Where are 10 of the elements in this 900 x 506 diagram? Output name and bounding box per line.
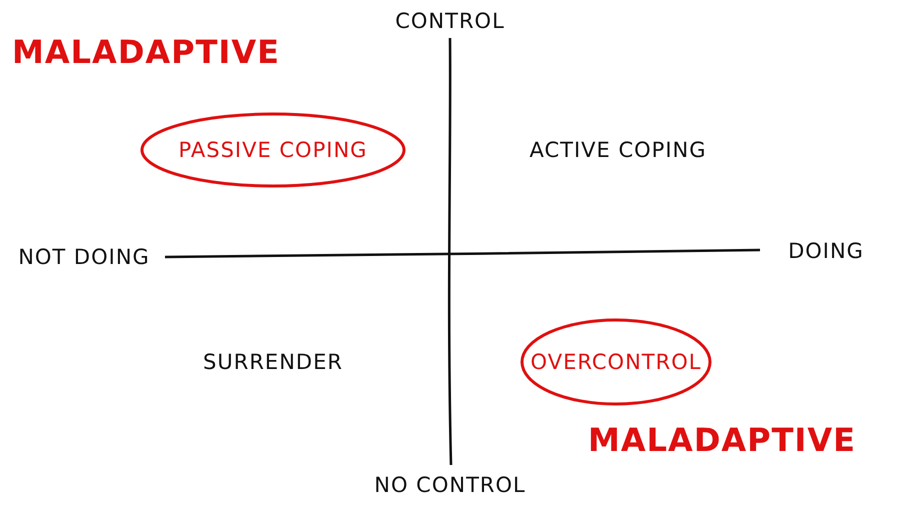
quadrant-label: OVERCONTROL xyxy=(530,350,702,374)
axis-label: NOT DOING xyxy=(18,245,150,269)
axis-label: DOING xyxy=(788,239,864,263)
quadrant-label: ACTIVE COPING xyxy=(529,138,707,162)
quadrant-label: SURRENDER xyxy=(203,350,343,374)
category-label: MALADAPTIVE xyxy=(588,421,856,459)
quadrant-label: PASSIVE COPING xyxy=(178,138,368,162)
axis-label: NO CONTROL xyxy=(374,473,526,497)
axis-label: CONTROL xyxy=(395,9,505,33)
category-label: MALADAPTIVE xyxy=(12,33,280,71)
